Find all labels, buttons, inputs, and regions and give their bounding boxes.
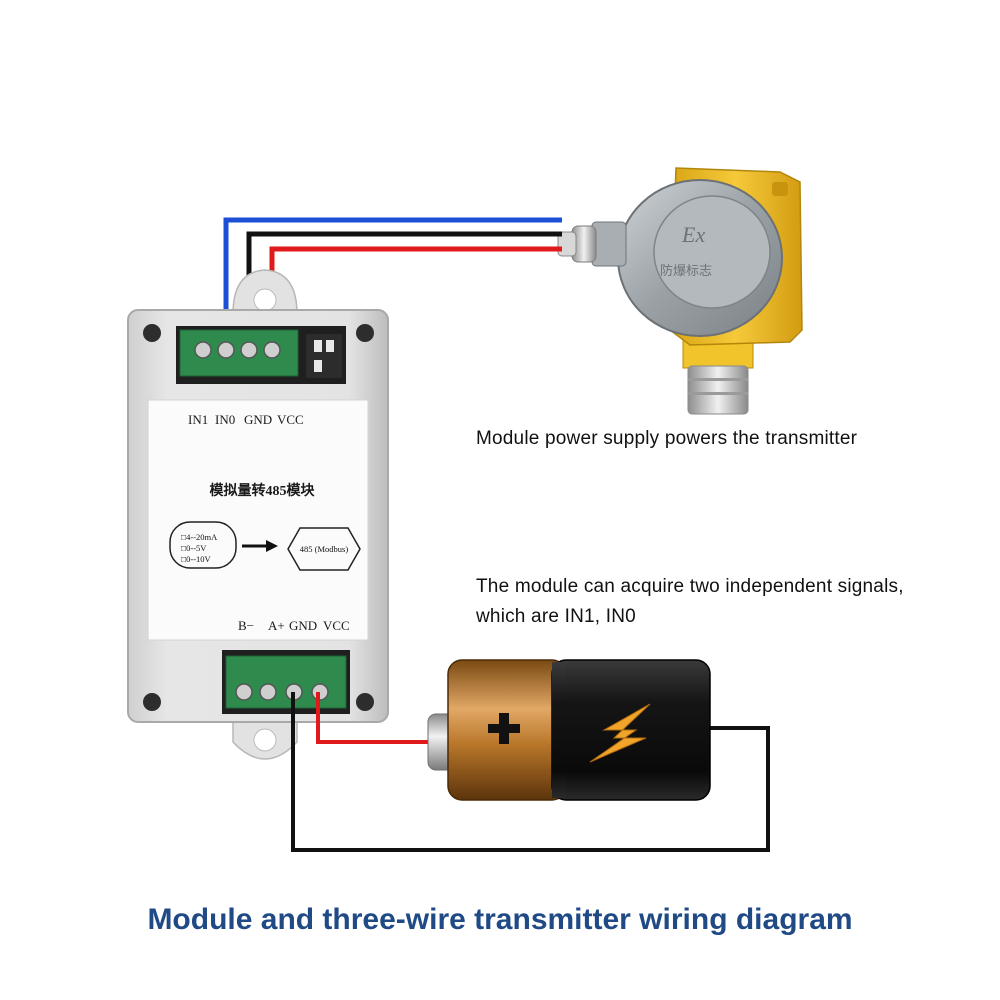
caption-two-signals: The module can acquire two independent s…	[476, 576, 904, 627]
label-gnd-bottom: GND	[289, 618, 317, 633]
battery	[427, 659, 711, 801]
top-terminal-block	[176, 326, 346, 384]
red-wire-bottom	[316, 692, 446, 744]
output-label: 485 (Modbus)	[300, 544, 349, 554]
label-gnd-top: GND	[244, 412, 272, 427]
black-wire-bottom	[291, 692, 770, 852]
label-vcc-top: VCC	[277, 412, 304, 427]
ex-badge-top: Ex	[681, 222, 705, 247]
top-terminal-labels: IN1 IN0 GND VCC	[188, 412, 304, 427]
input-option-4-20ma: □4--20mA	[181, 532, 218, 542]
conversion-arrow	[242, 540, 278, 552]
label-in1: IN1	[188, 412, 208, 427]
caption-power-supply: Module power supply powers the transmitt…	[476, 428, 858, 449]
diagram-title: Module and three-wire transmitter wiring…	[147, 903, 853, 936]
gas-transmitter: Ex 防爆标志	[557, 167, 803, 415]
module-title: 模拟量转485模块	[210, 482, 316, 499]
bottom-wires	[291, 692, 770, 852]
label-vcc-bottom: VCC	[323, 618, 350, 633]
input-option-0-5v: □0--5V	[181, 543, 207, 553]
label-a-plus: A+	[268, 618, 285, 633]
plus-sign-icon	[488, 713, 520, 744]
label-b-minus: B−	[238, 618, 254, 633]
output-hexagon: 485 (Modbus)	[287, 527, 361, 571]
input-option-0-10v: □0--10V	[181, 554, 212, 564]
ex-badge-bottom: 防爆标志	[660, 263, 712, 278]
blue-wire	[223, 217, 562, 352]
input-options: □4--20mA □0--5V □0--10V	[169, 521, 237, 569]
bottom-terminal-block	[222, 650, 350, 714]
analog-to-485-module	[127, 269, 389, 760]
bottom-terminal-labels: B− A+ GND VCC	[238, 618, 350, 633]
lightning-bolt-icon	[589, 703, 651, 763]
label-in0: IN0	[215, 412, 235, 427]
